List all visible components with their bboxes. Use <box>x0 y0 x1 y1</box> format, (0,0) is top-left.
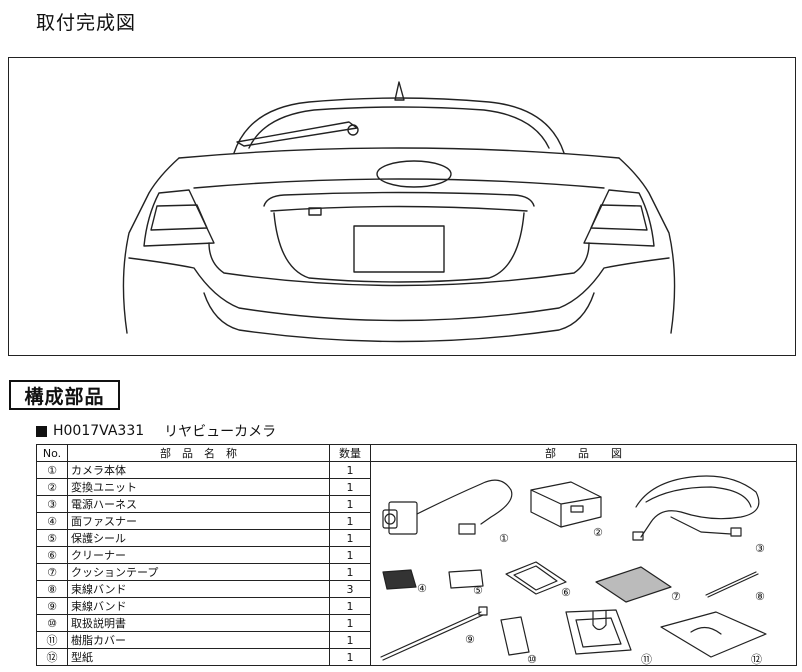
part-quantity: 1 <box>329 546 371 564</box>
camera-body-icon <box>382 479 513 535</box>
part-number: ⑧ <box>36 580 68 598</box>
figure-label: ① <box>499 532 509 545</box>
product-line: H0017VA331 リヤビューカメラ <box>36 421 276 441</box>
part-number: ⑪ <box>36 631 68 649</box>
figure-label: ⑩ <box>527 653 537 665</box>
hook-loop-fastener-icon <box>382 569 417 590</box>
figure-label: ② <box>593 526 603 539</box>
cable-tie-small-icon <box>705 571 759 598</box>
figure-label: ⑦ <box>671 590 681 603</box>
part-name: クリーナー <box>67 546 330 564</box>
installation-figure <box>8 57 796 356</box>
page-title: 取付完成図 <box>36 12 137 34</box>
figure-label: ⑨ <box>465 633 475 646</box>
cable-tie-large-icon <box>380 606 488 661</box>
parts-figure-cell: ① ② ③ ④ ⑤ ⑥ ⑦ ⑧ ⑨ ⑩ ⑪ ⑫ <box>370 461 797 666</box>
part-quantity: 1 <box>329 461 371 479</box>
part-quantity: 1 <box>329 478 371 496</box>
figure-label: ⑤ <box>473 584 483 597</box>
part-name: 取扱説明書 <box>67 614 330 632</box>
part-quantity: 3 <box>329 580 371 598</box>
figure-labels: ① ② ③ ④ ⑤ ⑥ ⑦ ⑧ ⑨ ⑩ ⑪ ⑫ <box>417 526 765 665</box>
header-qty: 数量 <box>329 444 371 462</box>
part-name: 束線バンド <box>67 580 330 598</box>
figure-label: ⑧ <box>755 590 765 603</box>
part-name: 保護シール <box>67 529 330 547</box>
part-number: ⑤ <box>36 529 68 547</box>
part-number: ⑩ <box>36 614 68 632</box>
bullet-square-icon <box>36 425 47 437</box>
parts-illustration: ① ② ③ ④ ⑤ ⑥ ⑦ ⑧ ⑨ ⑩ ⑪ ⑫ <box>380 475 767 665</box>
cleaner-icon <box>505 561 567 595</box>
part-name: 束線バンド <box>67 597 330 615</box>
part-name: クッションテープ <box>67 563 330 581</box>
part-quantity: 1 <box>329 563 371 581</box>
table-header-row: No. 部 品 名 称 数量 部 品 図 <box>36 444 797 462</box>
power-harness-icon <box>632 475 760 541</box>
part-name: カメラ本体 <box>67 461 330 479</box>
part-number: ⑨ <box>36 597 68 615</box>
part-quantity: 1 <box>329 512 371 530</box>
part-number: ⑦ <box>36 563 68 581</box>
part-name: 樹脂カバー <box>67 631 330 649</box>
part-quantity: 1 <box>329 648 371 666</box>
protective-seal-icon <box>448 569 484 589</box>
part-number: ⑥ <box>36 546 68 564</box>
section-heading: 構成部品 <box>9 380 120 410</box>
car-rear-drawing <box>122 81 676 343</box>
figure-label: ③ <box>755 542 765 555</box>
part-quantity: 1 <box>329 529 371 547</box>
header-name: 部 品 名 称 <box>67 444 330 462</box>
part-name: 電源ハーネス <box>67 495 330 513</box>
figure-label: ⑪ <box>641 653 652 665</box>
template-paper-icon <box>660 611 767 658</box>
conversion-unit-icon <box>530 481 602 528</box>
part-number: ③ <box>36 495 68 513</box>
part-number: ④ <box>36 512 68 530</box>
part-quantity: 1 <box>329 597 371 615</box>
part-quantity: 1 <box>329 614 371 632</box>
resin-cover-icon <box>565 609 632 655</box>
figure-label: ⑥ <box>561 586 571 599</box>
part-name: 面ファスナー <box>67 512 330 530</box>
part-number: ⑫ <box>36 648 68 666</box>
product-name: リヤビューカメラ <box>164 424 277 440</box>
part-name: 変換ユニット <box>67 478 330 496</box>
cushion-tape-icon <box>595 566 672 603</box>
figure-label: ⑫ <box>751 653 762 665</box>
part-number: ② <box>36 478 68 496</box>
header-no: No. <box>36 444 68 462</box>
part-quantity: 1 <box>329 631 371 649</box>
part-name: 型紙 <box>67 648 330 666</box>
part-number: ① <box>36 461 68 479</box>
manual-icon <box>500 616 530 656</box>
figure-label: ④ <box>417 582 427 595</box>
product-code: H0017VA331 <box>53 423 145 439</box>
header-figure: 部 品 図 <box>370 444 797 462</box>
part-quantity: 1 <box>329 495 371 513</box>
